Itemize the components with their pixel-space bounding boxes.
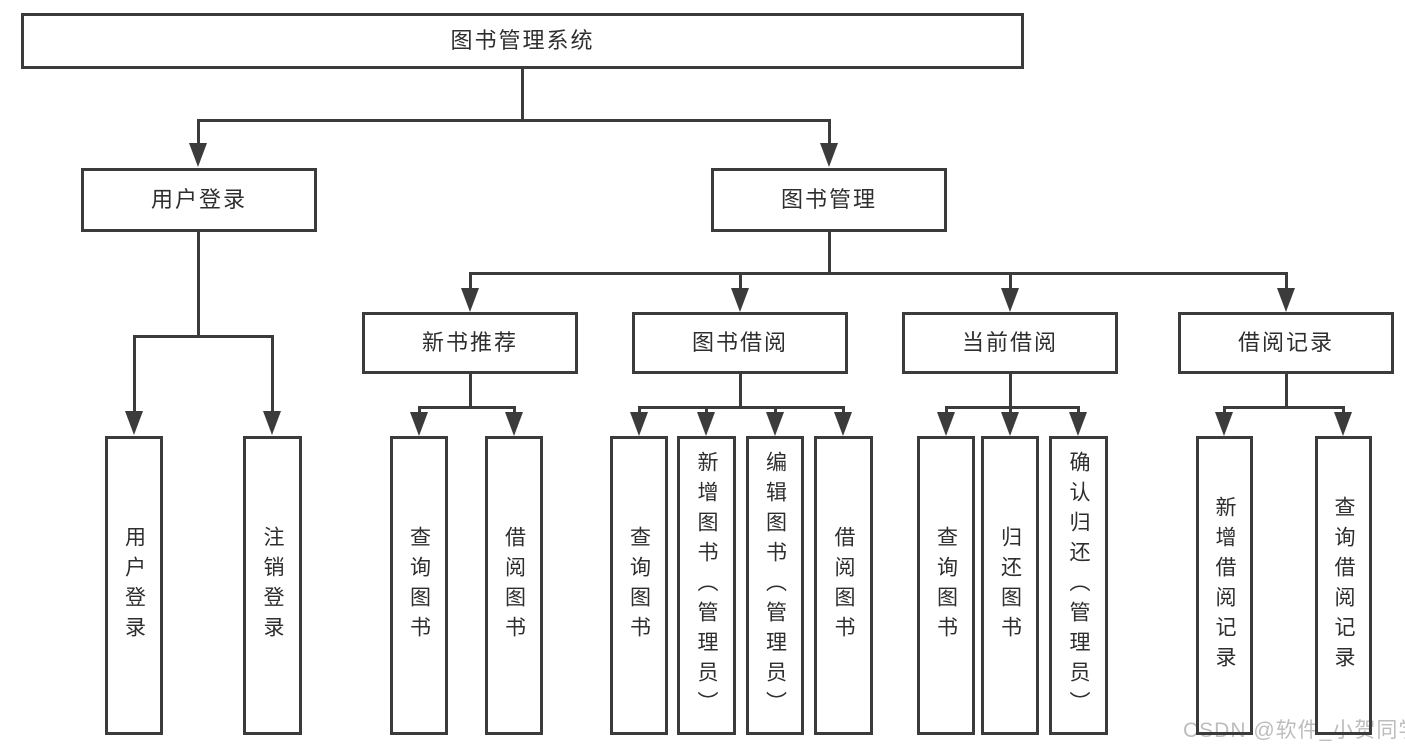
connector-line [1009,272,1012,290]
arrowhead-down-icon [505,412,523,436]
leaf-user-login: 用户登录 [105,436,163,735]
arrowhead-down-icon [834,412,852,436]
connector-line [133,335,274,338]
node-label: 查询图书 [407,525,431,646]
connector-line [197,232,200,337]
node-label: 用户登录 [122,525,146,646]
node-new-book-recommend: 新书推荐 [362,312,578,374]
connector-line [197,119,200,145]
arrowhead-down-icon [125,411,143,435]
node-current-borrowing: 当前借阅 [902,312,1118,374]
connector-line [133,335,136,413]
leaf-return-book: 归还图书 [981,436,1039,735]
connector-line [945,406,948,416]
arrowhead-down-icon [410,412,428,436]
node-label: 新增图书（管理员） [695,450,718,721]
arrowhead-down-icon [630,412,648,436]
node-label: 图书借阅 [691,330,788,355]
node-label: 当前借阅 [961,330,1058,355]
leaf-borrow-books: 借阅图书 [814,436,873,735]
node-label: 图书管理系统 [450,28,595,53]
node-label: 新增借阅记录 [1213,495,1236,676]
connector-line [271,335,274,413]
connector-line [1285,272,1288,290]
arrowhead-down-icon [1215,412,1233,436]
leaf-query-books-recommend: 查询图书 [390,436,448,735]
connector-line [638,406,845,409]
connector-line [739,374,742,408]
node-label: 查询借阅记录 [1332,495,1355,676]
arrowhead-down-icon [820,143,838,167]
connector-line [521,69,524,121]
node-label: 注销登录 [261,525,284,646]
csdn-watermark: CSDN @软件_小贺同学 [1183,719,1405,742]
arrowhead-down-icon [697,412,715,436]
connector-line [739,272,742,290]
connector-line [638,406,641,416]
arrowhead-down-icon [189,143,207,167]
connector-line [945,406,1080,409]
node-root-library-system: 图书管理系统 [21,13,1024,69]
connector-line [1223,406,1226,416]
connector-line [842,406,845,416]
node-label: 借阅图书 [502,525,526,646]
connector-line [774,406,777,416]
connector-line [197,119,831,122]
connector-line [828,232,831,274]
arrowhead-down-icon [263,411,281,435]
leaf-query-books-current: 查询图书 [917,436,975,735]
arrowhead-down-icon [731,288,749,312]
connector-line [513,406,516,416]
connector-line [1285,374,1288,408]
leaf-logout: 注销登录 [243,436,302,735]
arrowhead-down-icon [461,288,479,312]
node-label: 归还图书 [998,525,1022,646]
arrowhead-down-icon [1334,412,1352,436]
node-label: 新书推荐 [421,330,518,355]
arrowhead-down-icon [766,412,784,436]
connector-line [469,272,1287,275]
leaf-confirm-return-admin: 确认归还（管理员） [1049,436,1108,735]
node-user-login: 用户登录 [81,168,317,232]
node-borrowing-records: 借阅记录 [1178,312,1394,374]
node-book-borrowing: 图书借阅 [632,312,848,374]
leaf-borrow-books-recommend: 借阅图书 [485,436,543,735]
connector-line [1077,406,1080,416]
connector-line [469,272,472,290]
arrowhead-down-icon [1001,288,1019,312]
connector-line [1009,374,1012,408]
connector-line [418,406,421,416]
node-label: 查询图书 [934,525,958,646]
arrowhead-down-icon [937,412,955,436]
leaf-query-borrow-record: 查询借阅记录 [1315,436,1372,735]
node-book-management: 图书管理 [711,168,947,232]
node-label: 借阅记录 [1237,330,1334,355]
connector-line [418,406,516,409]
arrowhead-down-icon [1069,412,1087,436]
connector-line [705,406,708,416]
leaf-edit-book-admin: 编辑图书（管理员） [746,436,804,735]
node-label: 用户登录 [150,187,247,212]
leaf-add-borrow-record: 新增借阅记录 [1196,436,1253,735]
node-label: 借阅图书 [832,525,855,646]
arrowhead-down-icon [1001,412,1019,436]
node-label: 查询图书 [627,525,651,646]
node-label: 确认归还（管理员） [1067,450,1090,721]
connector-line [1342,406,1345,416]
node-label: 编辑图书（管理员） [763,450,787,721]
connector-line [1009,406,1012,416]
connector-line [828,119,831,145]
leaf-add-book-admin: 新增图书（管理员） [677,436,736,735]
connector-line [469,374,472,408]
arrowhead-down-icon [1277,288,1295,312]
node-label: 图书管理 [780,187,877,212]
leaf-query-books-borrowing: 查询图书 [610,436,668,735]
connector-line [1223,406,1345,409]
